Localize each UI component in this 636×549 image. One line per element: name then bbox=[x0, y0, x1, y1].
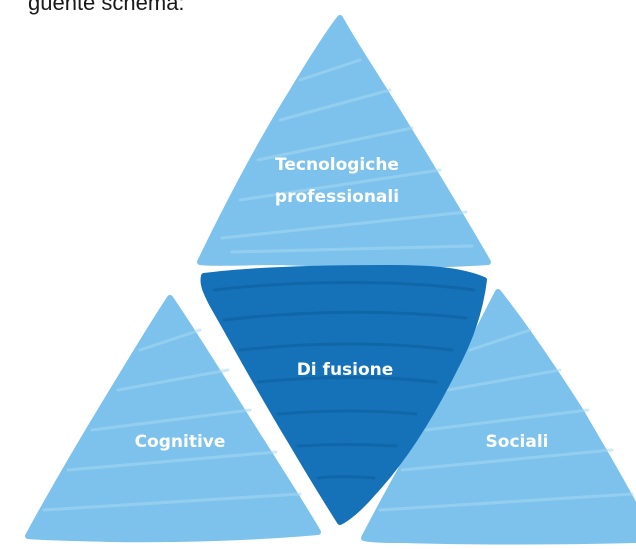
center-triangle-shape bbox=[200, 265, 487, 525]
intro-text: guente schema: bbox=[28, 0, 185, 15]
top-triangle-label-line2: professionali bbox=[275, 187, 399, 207]
center-triangle bbox=[200, 265, 487, 525]
top-triangle-scribble bbox=[220, 58, 474, 254]
top-triangle-label-line1: Tecnologiche bbox=[275, 155, 399, 175]
left-triangle-scribble bbox=[42, 328, 302, 512]
top-triangle bbox=[197, 15, 491, 268]
right-triangle-scribble bbox=[378, 328, 634, 512]
center-triangle-label: Di fusione bbox=[297, 360, 394, 380]
right-triangle-label: Sociali bbox=[486, 432, 549, 452]
right-triangle bbox=[361, 289, 636, 545]
left-triangle-label: Cognitive bbox=[135, 432, 226, 452]
left-triangle bbox=[25, 295, 321, 543]
center-triangle-scribble bbox=[212, 281, 476, 480]
